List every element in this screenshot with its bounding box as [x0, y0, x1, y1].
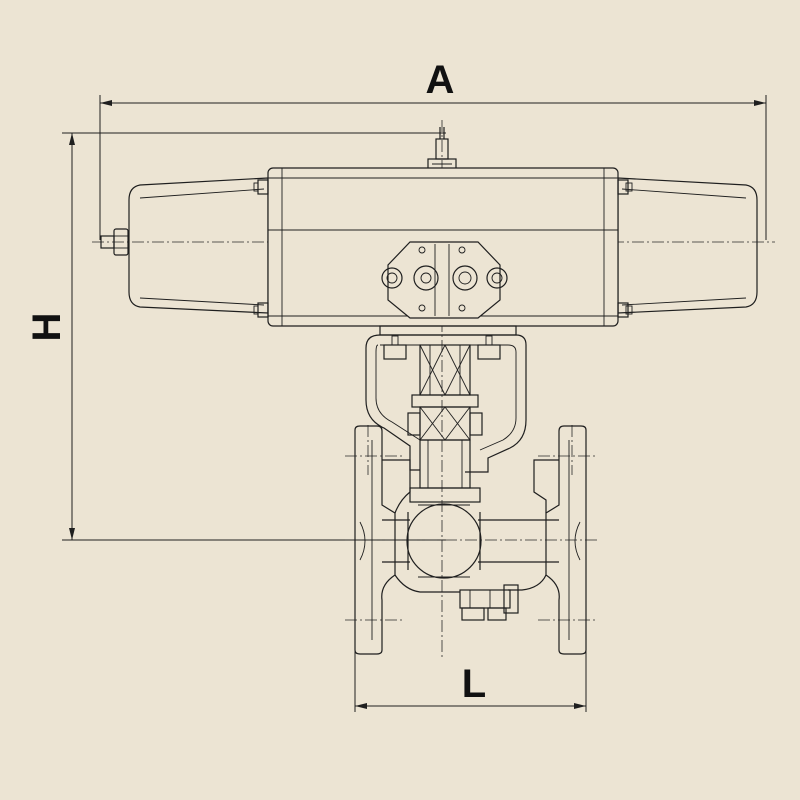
shaft-coupling — [407, 344, 483, 441]
actuator-left-end-cap — [128, 177, 269, 314]
actuator-right-end-cap — [617, 177, 758, 314]
air-port — [100, 228, 129, 256]
dimension-A — [99, 95, 767, 240]
namur-mounting-plate — [381, 241, 508, 319]
actuator — [100, 127, 758, 327]
drain-plug — [459, 584, 519, 621]
actuator-cap-bolts — [253, 179, 633, 318]
valve-ball — [406, 503, 482, 579]
dimension-label-l: L — [462, 662, 486, 706]
mounting-bracket — [365, 325, 527, 473]
dimension-label-h: H — [25, 313, 69, 342]
dimension-label-a: A — [426, 58, 455, 102]
valve-body — [354, 425, 587, 655]
